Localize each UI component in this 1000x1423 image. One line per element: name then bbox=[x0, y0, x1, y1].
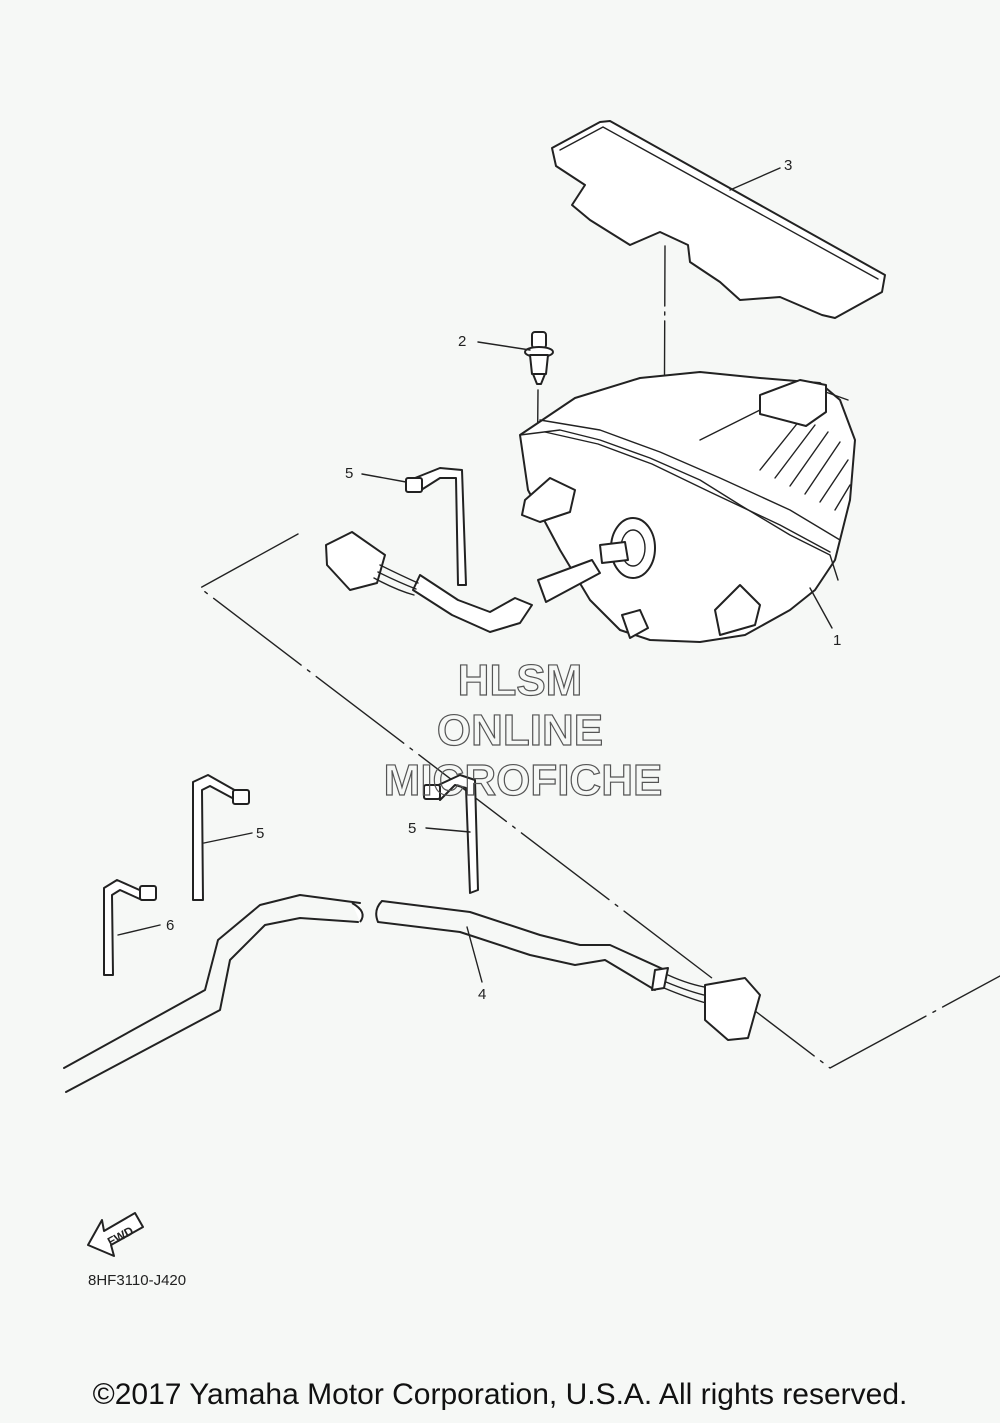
callout-6: 6 bbox=[166, 917, 174, 934]
callout-4: 4 bbox=[478, 986, 486, 1003]
callout-5-upper: 5 bbox=[345, 465, 353, 482]
part-code: 8HF3110-J420 bbox=[88, 1272, 187, 1289]
gasket-pad-part-3 bbox=[551, 120, 886, 319]
callout-2: 2 bbox=[458, 333, 466, 350]
cable-tie-part-5-left bbox=[192, 774, 250, 901]
tail-lamp-part-1 bbox=[519, 371, 856, 643]
watermark-line1: HLSM bbox=[458, 656, 583, 705]
wire-lead-part-4 bbox=[63, 894, 761, 1093]
screw-part-2 bbox=[524, 331, 554, 385]
lens-hatching bbox=[759, 419, 851, 511]
lamp-wiring-harness bbox=[325, 531, 601, 633]
watermark: HLSM ONLINE MICROFICHE bbox=[383, 655, 663, 805]
cable-tie-part-5-upper bbox=[405, 467, 467, 586]
callout-labels: 3 2 5 1 5 5 6 4 bbox=[166, 157, 841, 1003]
cable-tie-part-5-center bbox=[423, 774, 479, 894]
cable-tie-part-6 bbox=[103, 879, 157, 976]
callout-5-left: 5 bbox=[256, 825, 264, 842]
fwd-arrow-icon: FWD bbox=[87, 1212, 144, 1257]
watermark-line3: MICROFICHE bbox=[384, 756, 663, 805]
callout-1: 1 bbox=[833, 632, 841, 649]
callout-5-center: 5 bbox=[408, 820, 416, 837]
leader-lines bbox=[117, 167, 833, 983]
copyright-notice: ©2017 Yamaha Motor Corporation, U.S.A. A… bbox=[92, 1378, 908, 1411]
watermark-line2: ONLINE bbox=[437, 706, 603, 755]
callout-3: 3 bbox=[784, 157, 792, 174]
